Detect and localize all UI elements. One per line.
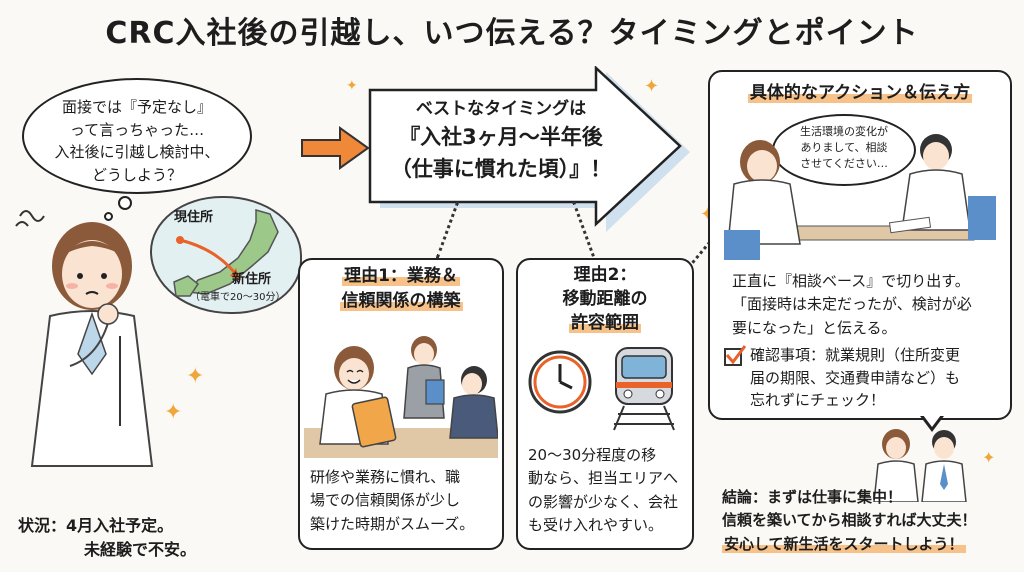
reason1-title: 理由1：業務＆ 信頼関係の構築 bbox=[300, 264, 502, 313]
conclusion-line-2: 信頼を築いてから相談すれば大丈夫！ bbox=[722, 511, 977, 530]
reason2-text-line-3: の影響が少なく、会社 bbox=[528, 492, 679, 511]
speech-line-2: ありまして、相談 bbox=[800, 140, 888, 154]
timing-line-2: 『入社3ヶ月〜半年後 bbox=[399, 125, 603, 149]
doctor-speech-bubble bbox=[772, 114, 916, 186]
reason2-text: 20〜30分程度の移 動なら、担当エリアへ の影響が少なく、会社 も受け入れやす… bbox=[528, 444, 690, 537]
sparkle-icon: ✦ bbox=[164, 400, 183, 425]
reason1-title-line-1: 理由1：業務＆ bbox=[342, 266, 460, 286]
reason2-title-line-3: 許容範囲 bbox=[569, 312, 641, 333]
worried-woman-illustration bbox=[15, 210, 154, 467]
reason2-text-line-4: も受け入れやすい。 bbox=[528, 515, 664, 534]
train-icon bbox=[613, 347, 675, 431]
checkbox-icon bbox=[724, 345, 746, 366]
thought-dot-1 bbox=[118, 196, 132, 210]
action-text: 正直に『相談ベース』で切り出す。 「面接時は未定だったが、検討が必 要になった」… bbox=[732, 270, 1008, 340]
checkmark-icon bbox=[725, 345, 746, 365]
page-title: CRC入社後の引越し、いつ伝える？タイミングとポイント bbox=[105, 16, 919, 51]
reason1-title-line-2: 信頼関係の構築 bbox=[339, 290, 463, 311]
reason1-text-line-2: 場での信頼関係が少し bbox=[310, 491, 461, 510]
conclusion-line-1: 結論：まずは仕事に集中！ bbox=[722, 488, 903, 506]
timing-line-3: （仕事に慣れた頃）』！ bbox=[390, 157, 612, 181]
thought-text: 面接では『予定なし』 って言っちゃった… 入社後に引越し検討中、 どうしよう？ bbox=[30, 96, 244, 186]
pointer-arrow-icon bbox=[301, 126, 370, 170]
staff-duo-illustration bbox=[873, 429, 967, 502]
thought-line-1: 面接では『予定なし』 bbox=[61, 98, 212, 116]
thought-line-2: って言っちゃった… bbox=[69, 120, 205, 139]
speech-line-3: させてください… bbox=[800, 156, 888, 170]
action-tail-fill bbox=[923, 415, 941, 427]
map-new-label: 新住所 bbox=[232, 272, 272, 287]
reason1-text-line-3: 築けた時期がスムーズ。 bbox=[310, 514, 475, 533]
check-line-3: 忘れずにチェック！ bbox=[750, 391, 886, 409]
map-current-label: 現住所 bbox=[174, 210, 214, 225]
check-text: 確認事項：就業規則（住所変更 届の期限、交通費申請など）も 忘れずにチェック！ bbox=[750, 344, 1006, 412]
action-title: 具体的なアクション＆伝え方 bbox=[710, 78, 1010, 103]
action-text-line-2: 「面接時は未定だったが、検討が必 bbox=[732, 295, 972, 314]
reason2-text-line-2: 動なら、担当エリアへ bbox=[528, 469, 679, 488]
reason2-title: 理由2： 移動距離の 許容範囲 bbox=[518, 264, 692, 335]
action-text-line-1: 正直に『相談ベース』で切り出す。 bbox=[732, 272, 970, 290]
reason2-title-line-2: 移動距離の bbox=[562, 288, 648, 309]
reason1-text-line-1: 研修や業務に慣れ、職 bbox=[310, 468, 461, 486]
timing-line-1: ベストなタイミングは bbox=[415, 99, 587, 119]
action-text-line-3: 要になった」と伝える。 bbox=[732, 318, 897, 337]
thought-line-3: 入社後に引越し検討中、 bbox=[54, 143, 220, 161]
conclusion-line-3: 安心して新生活をスタートしよう！ bbox=[722, 534, 966, 553]
check-line-1: 確認事項：就業規則（住所変更 bbox=[750, 346, 961, 364]
check-line-2: 届の期限、交通費申請など）も bbox=[750, 368, 961, 387]
conclusion: 結論：まずは仕事に集中！ 信頼を築いてから相談すれば大丈夫！ 安心して新生活をス… bbox=[722, 486, 1018, 556]
situation-line-1: 状況：4月入社予定。 bbox=[18, 516, 174, 535]
sparkle-icon: ✦ bbox=[346, 78, 358, 94]
thought-line-4: どうしよう？ bbox=[91, 165, 182, 184]
doctor-speech-text: 生活環境の変化が ありまして、相談 させてください… bbox=[780, 124, 908, 172]
thought-dot-2 bbox=[104, 212, 113, 221]
thought-bubble bbox=[22, 78, 252, 194]
map-commute-label: （電車で20〜30分） bbox=[190, 292, 286, 303]
speech-line-1: 生活環境の変化が bbox=[800, 125, 888, 138]
timing-text: ベストなタイミングは 『入社3ヶ月〜半年後 （仕事に慣れた頃）』！ bbox=[376, 94, 626, 183]
consultation-illustration bbox=[724, 134, 996, 260]
japan-map-illustration bbox=[173, 209, 279, 297]
timing-arrow bbox=[368, 66, 690, 232]
situation-line-2: 未経験で不安。 bbox=[84, 540, 197, 559]
clock-icon bbox=[528, 350, 592, 414]
reason1-text: 研修や業務に慣れ、職 場での信頼関係が少し 築けた時期がスムーズ。 bbox=[310, 466, 500, 536]
office-team-illustration bbox=[304, 336, 498, 458]
action-title-text: 具体的なアクション＆伝え方 bbox=[747, 83, 973, 103]
sparkle-icon: ✦ bbox=[982, 448, 996, 467]
sparkle-icon: ✦ bbox=[186, 364, 205, 389]
reason2-title-line-1: 理由2： bbox=[573, 265, 637, 285]
reason2-text-line-1: 20〜30分程度の移 bbox=[528, 446, 657, 464]
sparkle-icon: ✦ bbox=[644, 76, 660, 97]
